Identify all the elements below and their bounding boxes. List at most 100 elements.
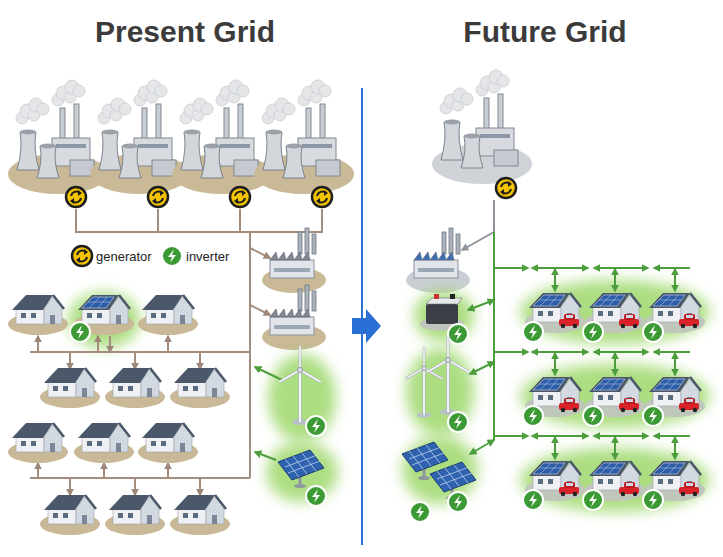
turbine-blade [448,360,469,372]
house [74,423,134,463]
power-line [30,351,250,353]
car-cabin [684,482,695,488]
turbine-tower [299,370,301,422]
roof-solar [653,379,685,390]
house-window [118,386,123,391]
inverter-bolt [454,415,462,429]
car-wheel [561,492,565,496]
roof-edge [85,368,96,382]
inverter-disc [523,406,543,426]
roof-edge [215,495,226,509]
generator-arrowhead [152,198,156,204]
inverter-disc [448,412,468,432]
solar-grid [659,295,681,306]
power-line [494,351,528,353]
house-wall [653,306,681,322]
inverter-disc [448,492,468,512]
generator-ring [312,187,332,207]
roof-edge [690,461,701,475]
house-window [87,313,92,318]
inverter-disc [583,406,603,426]
house-window [151,441,156,446]
inverter-bolt [454,327,462,341]
house-roof [109,495,150,510]
power-line [134,352,136,369]
inverter-bolt [649,493,657,507]
roof-edge [85,495,96,509]
wind-turbine [279,346,321,425]
car-wheel [621,492,625,496]
inverter-bolt [529,493,537,507]
car-wheel [681,492,685,496]
generator-arrowhead [316,198,320,204]
power-line [134,478,136,495]
power-line [97,336,99,352]
inverter-bolt [76,325,84,339]
house-window [53,386,58,391]
car-window [626,483,633,486]
house-window [193,513,198,518]
smoke-puff [283,103,295,115]
generator-ring [66,187,86,207]
power-line [532,435,588,437]
house-door [50,315,55,324]
roof-edge [150,495,161,509]
house-window [538,479,543,484]
house-wall [178,381,206,397]
roof-edge [53,295,64,309]
inverter-icon [162,246,182,266]
power-line [250,248,270,258]
turbine-blade [300,370,321,382]
inverter-bolt [589,409,597,423]
smoke-puff [319,85,331,97]
house-roof [529,377,570,392]
panel-grid [437,465,472,489]
tower-top [102,130,118,135]
power-line [167,463,169,478]
power-line [199,478,201,495]
house-window [598,479,603,484]
car-window [566,315,573,318]
power-line [37,463,39,478]
car-cabin [564,398,575,404]
house [105,368,165,408]
power-plant [432,70,532,184]
house-wall [178,508,206,524]
cooling-tower [263,132,285,170]
factory-chimney [298,289,302,311]
power-line [470,440,494,454]
solar-grid [539,379,561,390]
solar-grid [599,379,621,390]
inverter-icon [583,322,603,342]
inverter-bolt [529,409,537,423]
inverter-disc [643,490,663,510]
solar-grid [539,295,561,306]
factory [406,228,470,293]
roof-edge [690,377,701,391]
generator-arrowhead [242,190,246,196]
power-line [654,351,690,353]
house [170,495,230,535]
legend-text: inverter [186,249,229,264]
roof-edge [183,295,194,309]
electric-car [679,314,699,328]
generator-arrowhead [324,190,328,196]
power-line [69,478,71,495]
factory-roof [414,252,454,260]
smoke-puff [201,103,213,115]
house-door [147,515,152,524]
power-line [532,267,588,269]
car-window [686,399,693,402]
house-window [608,311,613,316]
green-glow [406,348,474,436]
cooling-tower [461,136,483,168]
house [8,423,68,463]
electric-car [619,314,639,328]
turbine-hub [422,366,427,371]
roof-solar [82,297,114,308]
turbine-hub [446,358,451,363]
house-window [183,513,188,518]
panel-heading: Present Grid [95,15,275,49]
house-window [548,479,553,484]
